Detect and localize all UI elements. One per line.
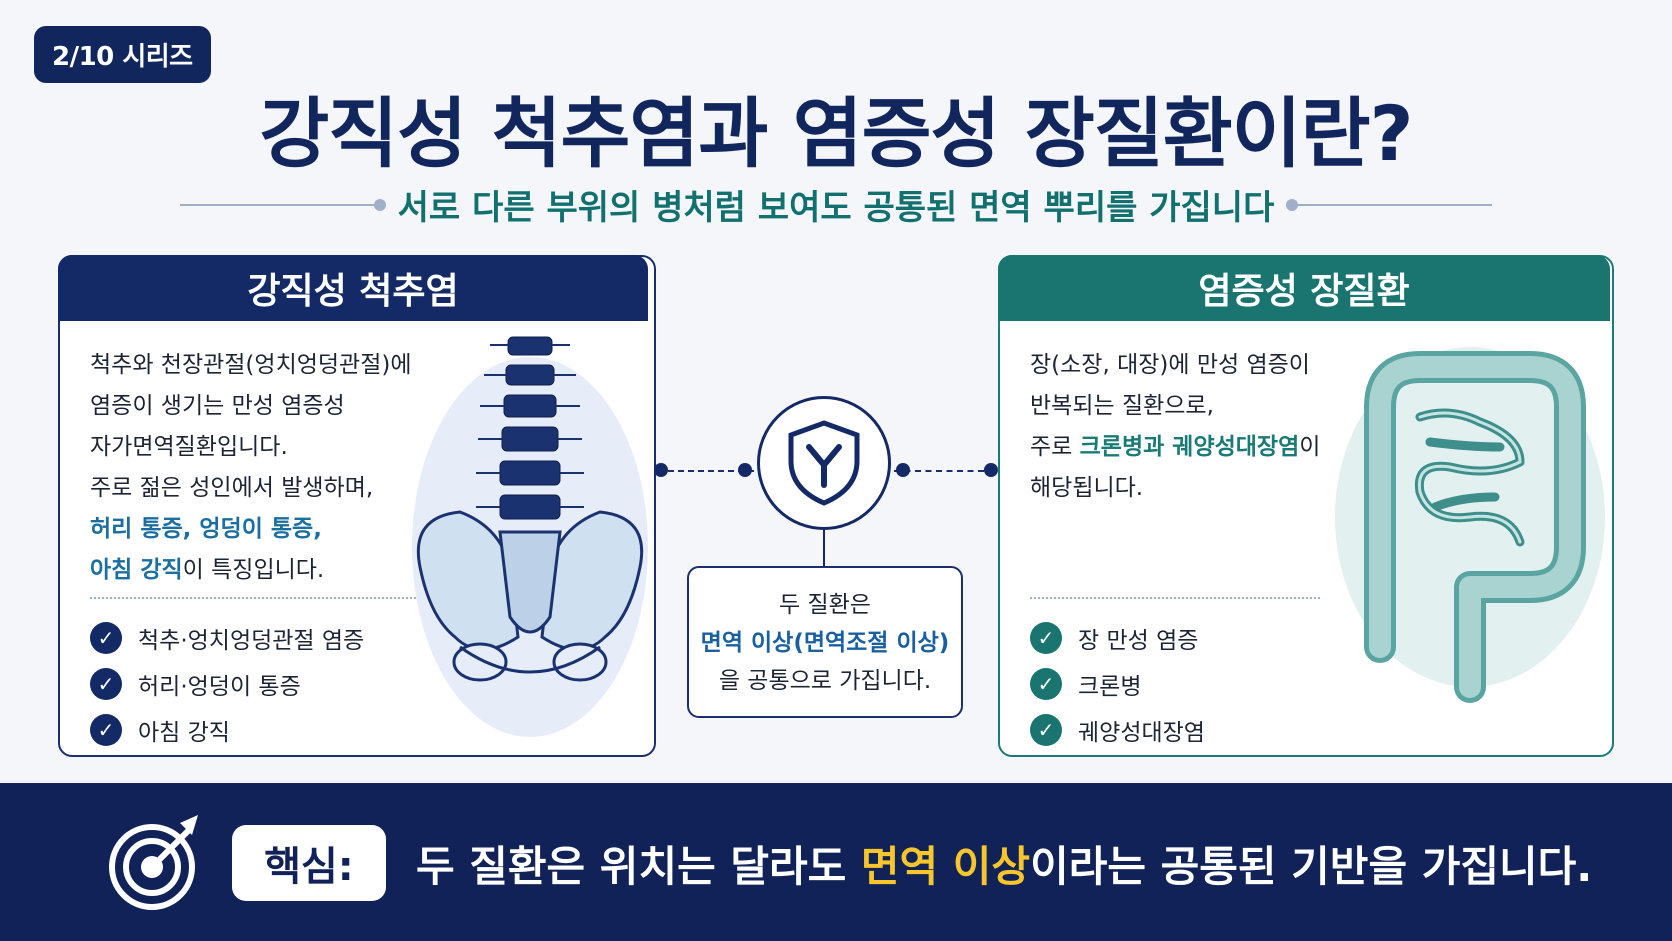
ankylosing-spondylitis-panel: 강직성 척추염 척추와 천장관절(엉치엉덩관절)에 염증이 생기는 만성 염증성… — [58, 255, 656, 757]
connector-line-left — [668, 470, 754, 472]
ibd-desc-line: 반복되는 질환으로, — [1030, 393, 1214, 419]
spine-pelvis-illustration — [400, 317, 660, 747]
intestine-illustration — [1320, 317, 1610, 747]
key-text-highlight: 면역 이상 — [860, 842, 1031, 891]
common-link-box: 두 질환은 면역 이상(면역조절 이상) 을 공통으로 가집니다. — [687, 566, 963, 718]
check-icon: ✓ — [1030, 622, 1062, 654]
checklist-label: 아침 강직 — [138, 720, 230, 746]
ibd-description: 장(소장, 대장)에 만성 염증이 반복되는 질환으로, 주로 크론병과 궤양성… — [1030, 345, 1360, 509]
checklist-item: ✓ 아침 강직 — [90, 707, 364, 753]
checklist-label: 궤양성대장염 — [1078, 720, 1205, 746]
checklist-item: ✓ 척추·엉치엉덩관절 염증 — [90, 615, 364, 661]
checklist-item: ✓ 궤양성대장염 — [1030, 707, 1205, 753]
check-icon: ✓ — [1030, 714, 1062, 746]
key-takeaway-text: 두 질환은 위치는 달라도 면역 이상이라는 공통된 기반을 가집니다. — [416, 833, 1592, 894]
check-icon: ✓ — [90, 668, 122, 700]
subtitle-divider-right — [1286, 198, 1493, 211]
as-desc-line: 아침 강직이 특징입니다. — [90, 550, 450, 591]
as-desc-highlight: 아침 강직 — [90, 557, 183, 583]
connector-dot-inner-left — [738, 463, 752, 477]
connector-dot-left — [654, 463, 668, 477]
connector-dot-inner-right — [896, 463, 910, 477]
ibd-desc-text: 주로 — [1030, 434, 1080, 460]
page-title: 강직성 척추염과 염증성 장질환이란? — [259, 89, 1413, 178]
as-checklist: ✓ 척추·엉치엉덩관절 염증 ✓ 허리·엉덩이 통증 ✓ 아침 강직 — [90, 615, 364, 753]
as-description: 척추와 천장관절(엉치엉덩관절)에 염증이 생기는 만성 염증성 자가면역질환입… — [90, 345, 450, 591]
key-text-part: 두 질환은 위치는 달라도 — [416, 842, 861, 891]
checklist-label: 척추·엉치엉덩관절 염증 — [138, 628, 365, 654]
checklist-item: ✓ 허리·엉덩이 통증 — [90, 661, 364, 707]
subtitle: 서로 다른 부위의 병처럼 보여도 공통된 면역 뿌리를 가집니다 — [397, 188, 1275, 228]
as-desc-line: 척추와 천장관절(엉치엉덩관절)에 — [90, 352, 412, 378]
ibd-desc-text: 이 — [1299, 434, 1321, 460]
panel-header-ibd: 염증성 장질환 — [998, 255, 1610, 321]
check-icon: ✓ — [90, 714, 122, 746]
ibd-divider — [1030, 597, 1320, 599]
common-link-line: 을 공통으로 가집니다. — [718, 668, 932, 694]
as-divider — [90, 597, 420, 599]
target-icon — [108, 809, 202, 917]
series-badge: 2/10 시리즈 — [34, 26, 211, 83]
ibd-checklist: ✓ 장 만성 염증 ✓ 크론병 ✓ 궤양성대장염 — [1030, 615, 1205, 753]
shield-antibody-icon — [757, 396, 891, 530]
checklist-item: ✓ 크론병 — [1030, 661, 1205, 707]
ibd-desc-line: 장(소장, 대장)에 만성 염증이 — [1030, 352, 1310, 378]
ibd-panel: 염증성 장질환 장(소장, 대장)에 만성 염증이 반복되는 질환으로, 주로 … — [998, 255, 1614, 757]
checklist-label: 허리·엉덩이 통증 — [138, 674, 301, 700]
connector-stem — [823, 530, 825, 566]
as-desc-highlight: 허리 통증, 엉덩이 통증, — [90, 516, 322, 542]
ibd-desc-line: 주로 크론병과 궤양성대장염이 — [1030, 427, 1360, 468]
subtitle-row: 서로 다른 부위의 병처럼 보여도 공통된 면역 뿌리를 가집니다 — [180, 180, 1493, 229]
as-desc-line: 염증이 생기는 만성 염증성 — [90, 393, 345, 419]
common-link-line: 두 질환은 — [779, 592, 871, 618]
ibd-desc-line: 해당됩니다. — [1030, 475, 1144, 501]
checklist-label: 크론병 — [1078, 674, 1142, 700]
connector-line-right — [894, 470, 984, 472]
key-takeaway-bar: 핵심: 두 질환은 위치는 달라도 면역 이상이라는 공통된 기반을 가집니다. — [0, 783, 1672, 941]
as-desc-text: 이 특징입니다. — [182, 557, 325, 583]
as-desc-line: 자가면역질환입니다. — [90, 434, 288, 460]
panel-header-as: 강직성 척추염 — [58, 255, 648, 321]
check-icon: ✓ — [1030, 668, 1062, 700]
checklist-item: ✓ 장 만성 염증 — [1030, 615, 1205, 661]
as-desc-line: 주로 젊은 성인에서 발생하며, — [90, 475, 374, 501]
common-link-highlight: 면역 이상(면역조절 이상) — [700, 630, 950, 656]
subtitle-divider-left — [180, 198, 386, 211]
checklist-label: 장 만성 염증 — [1078, 628, 1199, 654]
key-text-part: 이라는 공통된 기반을 가집니다. — [1030, 842, 1593, 891]
key-label: 핵심: — [232, 825, 386, 901]
connector-dot-right — [984, 463, 998, 477]
ibd-desc-highlight: 크론병과 궤양성대장염 — [1079, 434, 1300, 460]
check-icon: ✓ — [90, 622, 122, 654]
